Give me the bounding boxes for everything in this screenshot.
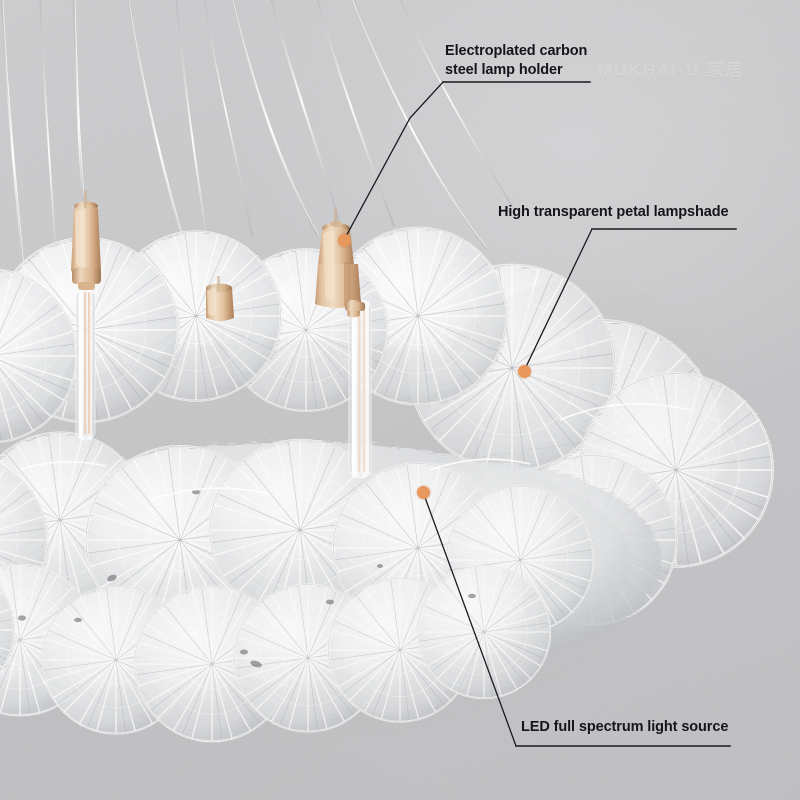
leader-petal-lampshade [523, 228, 593, 372]
lamp-holder-left [71, 190, 101, 290]
marker-dot-lamp-holder[interactable] [337, 233, 351, 247]
glass-inclusions [18, 489, 476, 668]
leader-led-source [422, 491, 517, 747]
crystal-grain-overlay [0, 280, 740, 740]
marker-dot-petal-lampshade[interactable] [517, 364, 531, 378]
annotation-label-lamp-holder: Electroplated carbon steel lamp holder [445, 42, 587, 80]
annotation-label-lamp-holder-line2: steel lamp holder [445, 61, 563, 78]
lamp-holder-middle [206, 276, 234, 321]
marker-dot-led-source[interactable] [416, 485, 430, 499]
led-bulb-left [75, 287, 96, 441]
annotation-label-lamp-holder-line1: Electroplated carbon [445, 43, 588, 59]
annotation-label-led-source: LED full spectrum light source [521, 719, 729, 735]
watermark-text: MUKHAI-U 家居 [598, 61, 745, 80]
annotation-label-petal-lampshade: High transparent petal lampshade [498, 204, 729, 220]
glass-highlights [19, 403, 691, 501]
lamp-holder-center [315, 208, 365, 318]
leader-lamp-holder [343, 81, 444, 241]
